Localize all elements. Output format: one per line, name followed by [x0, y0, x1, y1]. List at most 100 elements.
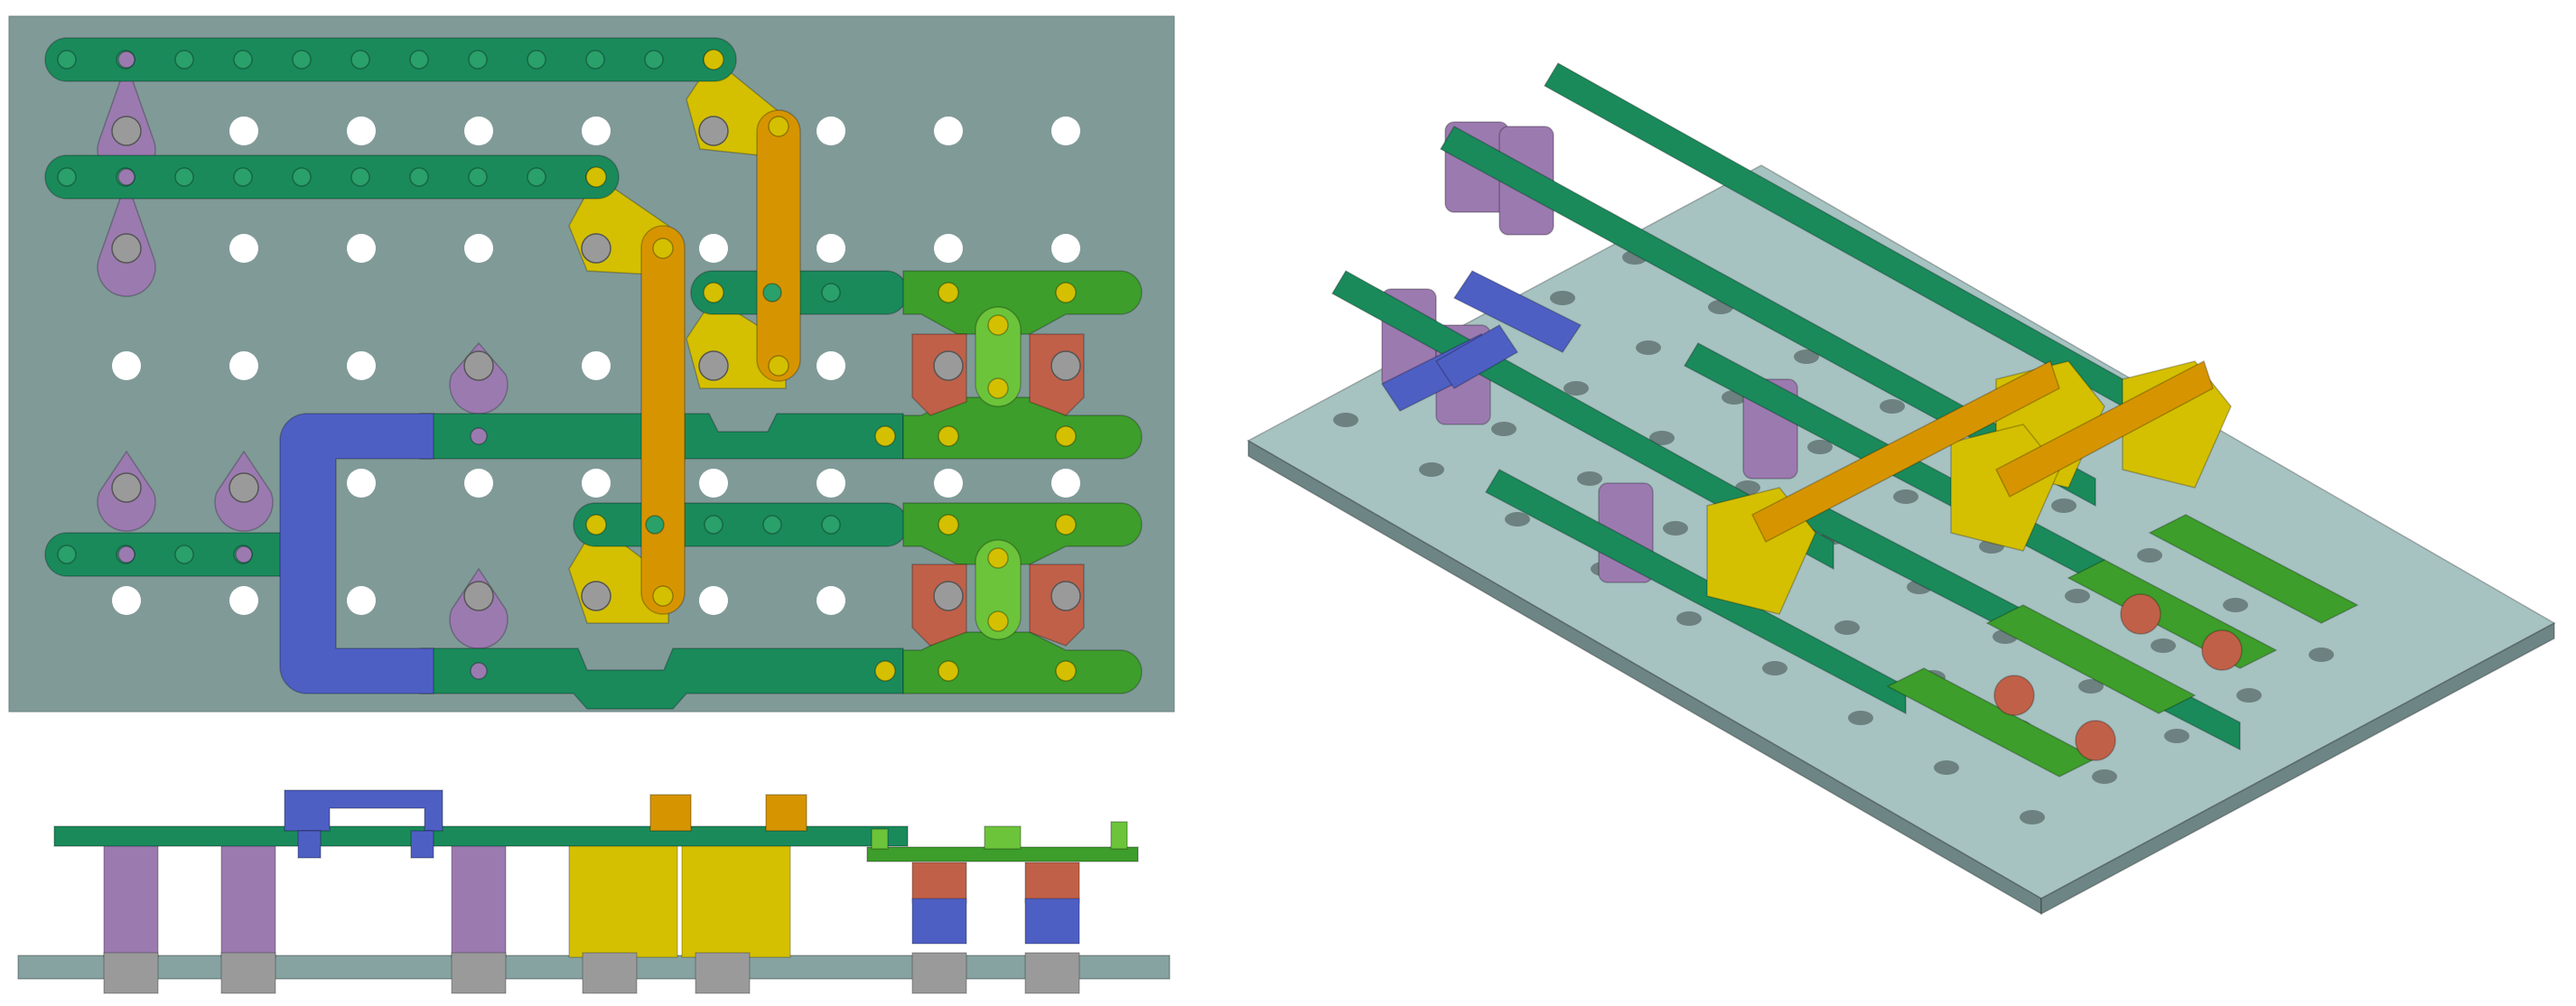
iso-plate-hole: [1880, 399, 1905, 414]
iso-plate-hole: [1577, 471, 1602, 486]
purple-pin: [470, 427, 488, 445]
iso-bar: [1484, 469, 1907, 715]
iso-plate-hole: [2092, 769, 2117, 784]
plate-hole: [934, 116, 963, 145]
iso-plate-hole: [2151, 638, 2176, 653]
blue-bridge-side: [284, 789, 443, 832]
iso-plate-hole: [1663, 521, 1688, 536]
front-view-drawing: [17, 789, 1171, 994]
iso-plate-hole: [1563, 381, 1589, 396]
long-green-bar: [44, 37, 737, 82]
bar-hole: [468, 50, 488, 70]
plate-hole: [699, 469, 728, 498]
purple-pin: [235, 545, 253, 564]
iso-red-pivot: [1993, 675, 2035, 716]
pin-head: [1055, 514, 1077, 536]
pin-head: [1055, 282, 1077, 303]
plate-hole: [699, 586, 728, 615]
iso-plate-hole: [2051, 498, 2077, 513]
bar-hole: [645, 515, 665, 535]
yellow-crank-side: [681, 839, 791, 958]
purple-pin: [117, 545, 135, 564]
bar-hole: [57, 167, 77, 187]
pins: [57, 49, 1081, 682]
plate-hole: [1051, 116, 1080, 145]
bar-hole: [409, 50, 429, 70]
orange-link: [756, 109, 801, 382]
nut-side: [911, 952, 967, 994]
bar-hole: [527, 167, 546, 187]
purple-pin: [117, 168, 135, 186]
plate-hole: [347, 586, 376, 615]
iso-red-pivot: [2201, 629, 2243, 671]
bar-hole: [821, 283, 841, 303]
bar-hole: [292, 167, 312, 187]
pin-head: [768, 116, 789, 137]
bar-hole: [644, 50, 664, 70]
iso-red-pivot: [2075, 720, 2116, 761]
pin-head: [938, 425, 959, 447]
plate-hole: [464, 234, 493, 263]
iso-red-pivots: [1993, 593, 2243, 761]
blue-post: [410, 830, 434, 859]
nut-side: [220, 952, 276, 994]
bar-hole: [233, 167, 253, 187]
iso-long-bar: [1439, 125, 2096, 508]
iso-plate-hole: [2164, 729, 2189, 743]
isometric-view: [1201, 0, 2576, 1006]
plate-hole: [817, 469, 845, 498]
isometric-drawing: [1246, 61, 2556, 916]
plate-hole: [464, 469, 493, 498]
iso-plate-hole: [1333, 413, 1358, 427]
pin-head: [1050, 350, 1081, 381]
iso-lime-links: [1886, 514, 2359, 778]
iso-plate-hole: [1934, 760, 1959, 775]
bar-hole: [704, 515, 723, 535]
bar-hole: [57, 545, 77, 564]
bar-hole: [57, 50, 77, 70]
bar-hole: [527, 50, 546, 70]
iso-plate-hole: [2309, 647, 2334, 662]
blue-block-side: [911, 898, 967, 945]
pin-head: [1055, 660, 1077, 682]
lime-coupler-side: [984, 825, 1022, 850]
pin-head: [933, 350, 964, 381]
plate-hole: [229, 234, 258, 263]
iso-plate-hole: [2236, 688, 2262, 703]
purple-standoff-side: [451, 839, 507, 958]
bar-hole: [174, 50, 194, 70]
blue-post: [297, 830, 322, 859]
lime-linkages: [902, 270, 1143, 694]
iso-plate-hole: [1505, 512, 1530, 526]
pin-head: [581, 233, 611, 264]
bar-hole: [409, 167, 429, 187]
plate-hole: [347, 469, 376, 498]
iso-plate-hole: [2223, 598, 2248, 612]
bar-hole: [174, 167, 194, 187]
top-view-drawing: [8, 15, 1175, 713]
long-green-bar: [44, 154, 620, 200]
iso-blue-arm: [1434, 324, 1519, 389]
iso-plate-hole: [1762, 661, 1787, 675]
pin-head: [987, 314, 1009, 336]
pin-head: [652, 238, 674, 259]
plate-hole: [582, 351, 611, 380]
bar-hole: [762, 283, 782, 303]
yellow-crank-side: [568, 839, 678, 958]
iso-plate-hole: [1636, 340, 1661, 355]
lime-coupler: [975, 539, 1022, 640]
pin-head: [698, 116, 729, 146]
iso-plate-hole: [1550, 291, 1575, 305]
plate-hole: [934, 234, 963, 263]
pin-head: [463, 581, 494, 611]
iso-plate-hole: [2065, 589, 2090, 603]
bar-hole: [292, 50, 312, 70]
pin-head: [111, 472, 142, 503]
pin-head: [229, 472, 259, 503]
pin-head: [652, 585, 674, 607]
plate-hole: [347, 351, 376, 380]
bar-hole: [468, 167, 488, 187]
pin-head: [698, 350, 729, 381]
orange-link-side: [765, 794, 807, 832]
pin-head: [703, 282, 724, 303]
